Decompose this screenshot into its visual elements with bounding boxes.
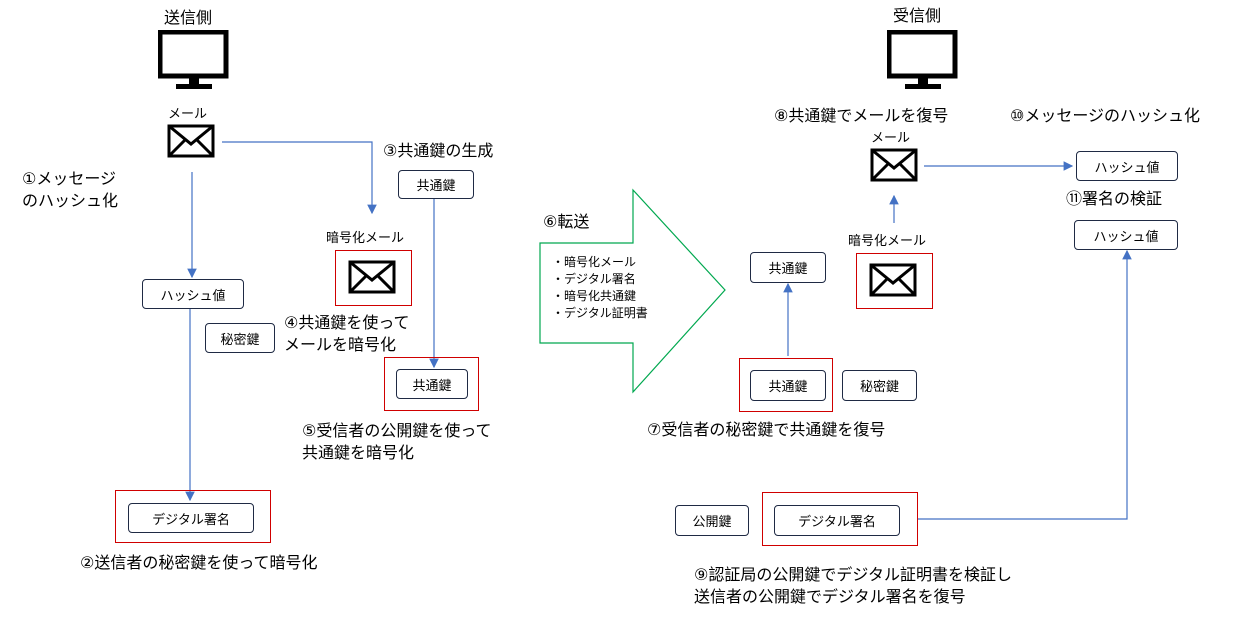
envelope-icon [167, 124, 215, 158]
receiver-signature-box: デジタル署名 [774, 505, 900, 536]
receiver-private-key-box: 秘密鍵 [842, 370, 917, 401]
step3: ③共通鍵の生成 [383, 141, 494, 160]
step11: ⑪署名の検証 [1066, 189, 1163, 208]
sender-common-key2-highlight [384, 357, 479, 411]
step7: ⑦受信者の秘密鍵で共通鍵を復号 [647, 420, 886, 439]
step10: ⑩メッセージのハッシュ化 [1010, 106, 1201, 125]
monitor-icon [886, 29, 959, 90]
step4-line2: メールを暗号化 [284, 335, 397, 354]
arrow-mail-to-encrypted [222, 141, 377, 215]
receiver-encrypted-mail-highlight [856, 253, 933, 309]
step5-line2: 共通鍵を暗号化 [302, 443, 415, 462]
receiver-mail-label: メール [871, 131, 911, 146]
sender-private-key-box: 秘密鍵 [205, 323, 275, 353]
arrow-signature-to-hash2 [918, 249, 1132, 520]
receiver-common-key2-box: 共通鍵 [750, 370, 826, 401]
transfer-item: ・デジタル署名 [552, 272, 636, 286]
receiver-signature-highlight [762, 492, 918, 546]
sender-title: 送信側 [164, 8, 213, 27]
monitor-icon [157, 29, 230, 90]
transfer-item: ・暗号化メール [552, 255, 637, 269]
envelope-icon [869, 263, 917, 297]
step5-line1: ⑤受信者の公開鍵を使って [302, 421, 492, 440]
transfer-arrow [539, 188, 726, 394]
receiver-title: 受信側 [893, 6, 942, 25]
receiver-common-key2-highlight [739, 358, 833, 412]
step9-line1: ⑨認証局の公開鍵でデジタル証明書を検証し [694, 565, 1013, 584]
sender-encrypted-mail-highlight [335, 250, 412, 306]
receiver-public-key-box: 公開鍵 [675, 505, 749, 536]
step1-line1: ①メッセージ [22, 169, 117, 188]
transfer-item: ・暗号化共通鍵 [552, 289, 637, 303]
receiver-common-key-box: 共通鍵 [750, 252, 826, 283]
sender-common-key-box: 共通鍵 [398, 170, 474, 199]
transfer-item: ・デジタル証明書 [552, 306, 648, 320]
receiver-encrypted-mail-label: 暗号化メール [848, 234, 927, 249]
sender-signature-box: デジタル署名 [128, 503, 254, 533]
receiver-hash-box2: ハッシュ値 [1074, 220, 1178, 250]
envelope-icon [870, 148, 918, 182]
transfer-label: ⑥転送 [543, 212, 590, 231]
receiver-hash-box1: ハッシュ値 [1076, 151, 1178, 181]
step1-line2: のハッシュ化 [22, 191, 119, 210]
sender-mail-label: メール [168, 107, 208, 122]
sender-signature-highlight [115, 490, 271, 543]
step8: ⑧共通鍵でメールを復号 [774, 106, 949, 125]
sender-hash-box: ハッシュ値 [142, 279, 244, 309]
sender-encrypted-mail-label: 暗号化メール [326, 231, 405, 246]
envelope-icon [348, 260, 396, 294]
step9-line2: 送信者の公開鍵でデジタル署名を復号 [694, 587, 966, 606]
step2: ②送信者の秘密鍵を使って暗号化 [80, 553, 318, 572]
sender-common-key2-box: 共通鍵 [396, 369, 468, 399]
step4-line1: ④共通鍵を使って [284, 313, 410, 332]
